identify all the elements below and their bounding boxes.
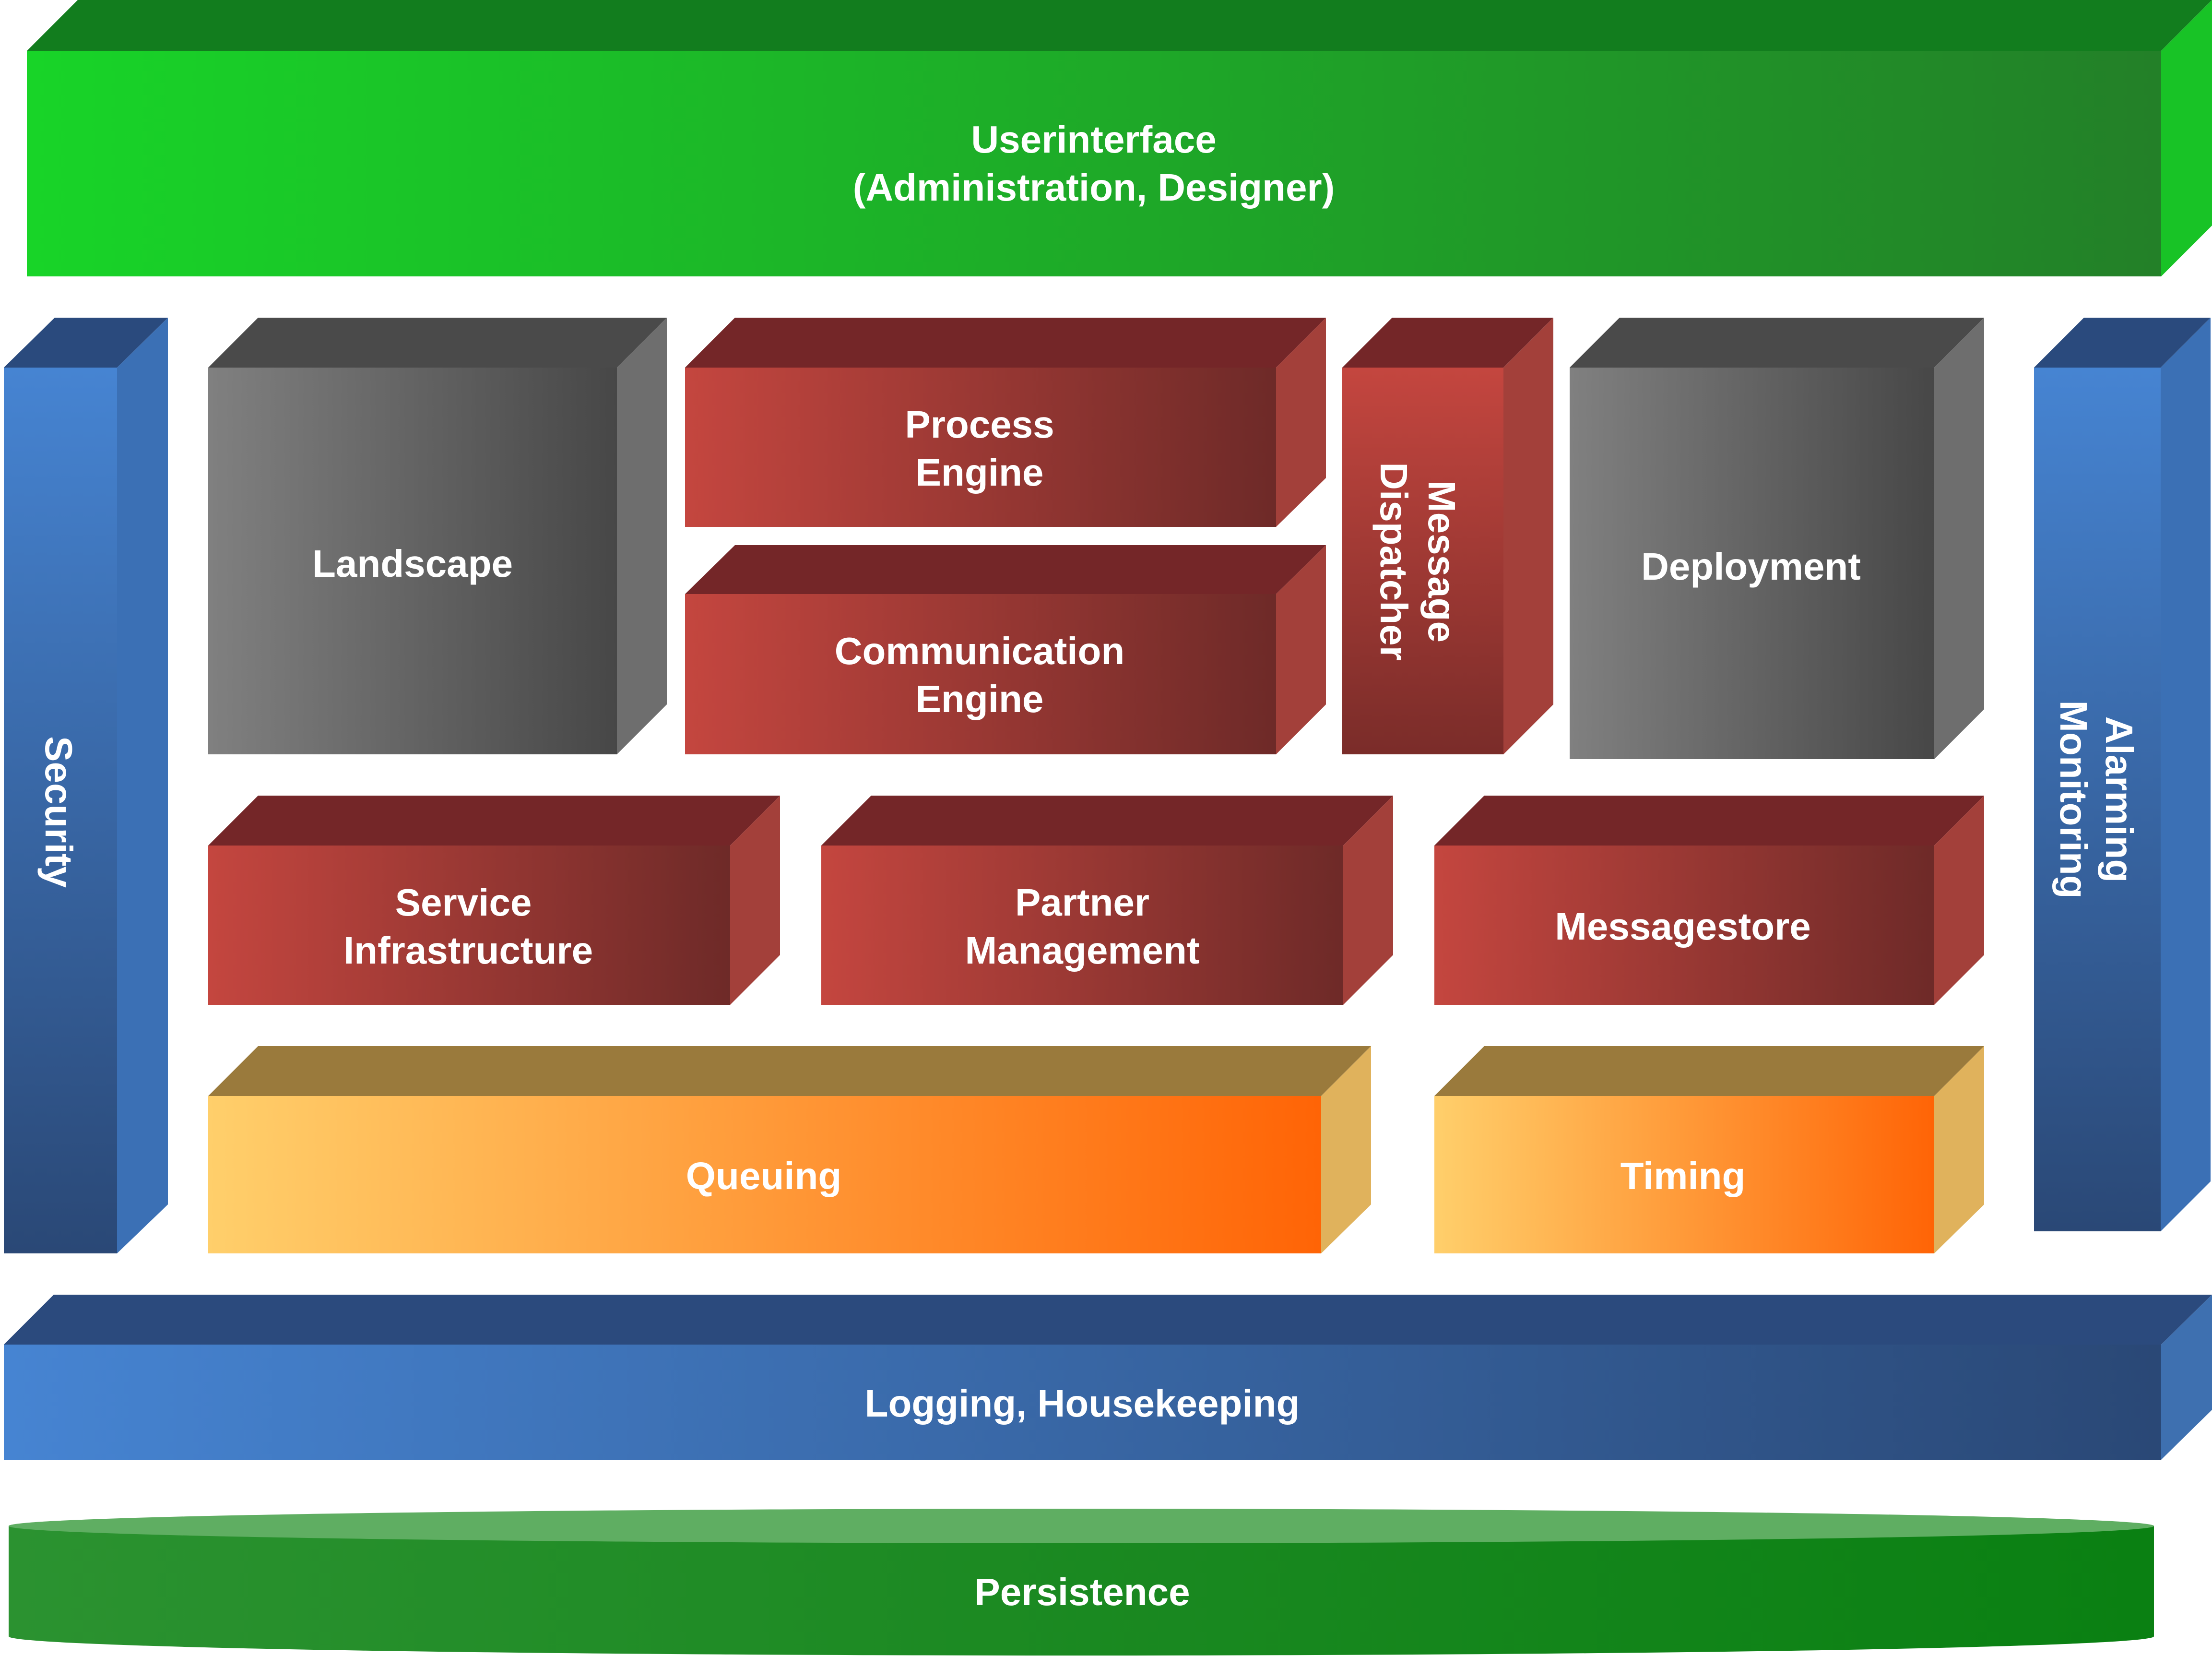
- userinterface-label: Userinterface: [971, 118, 1216, 161]
- persistence-label: Persistence: [974, 1571, 1190, 1613]
- alarming-monitoring-block: Alarming Monitoring: [2034, 318, 2211, 1231]
- timing-label: Timing: [1621, 1155, 1746, 1197]
- process-engine-label: Process: [905, 403, 1054, 446]
- landscape-block: Landscape: [208, 318, 667, 754]
- persistence-block: Persistence: [9, 1509, 2154, 1656]
- communication-engine-block: Communication Engine: [685, 545, 1326, 754]
- messagestore-label: Messagestore: [1555, 905, 1811, 948]
- queuing-block: Queuing: [208, 1046, 1371, 1253]
- service-infrastructure-block: Service Infrastructure: [208, 796, 780, 1005]
- security-block: Security: [4, 318, 168, 1253]
- message-dispatcher-label: Message: [1420, 480, 1463, 643]
- userinterface-block: Userinterface (Administration, Designer): [27, 0, 2212, 276]
- message-dispatcher-block: Message Dispatcher: [1342, 318, 1553, 754]
- deployment-label: Deployment: [1641, 545, 1861, 588]
- landscape-label: Landscape: [312, 542, 513, 585]
- monitoring-label: Monitoring: [2052, 700, 2095, 898]
- security-label: Security: [37, 736, 80, 888]
- communication-engine-label: Communication: [835, 630, 1124, 672]
- message-dispatcher-sublabel: Dispatcher: [1372, 462, 1415, 660]
- deployment-block: Deployment: [1570, 318, 1984, 759]
- queuing-label: Queuing: [686, 1155, 841, 1197]
- messagestore-block: Messagestore: [1434, 796, 1984, 1005]
- process-engine-block: Process Engine: [685, 318, 1326, 527]
- userinterface-sublabel: (Administration, Designer): [853, 166, 1335, 209]
- timing-block: Timing: [1434, 1046, 1984, 1253]
- partner-management-sublabel: Management: [965, 929, 1200, 972]
- service-infrastructure-label: Service: [395, 881, 532, 924]
- logging-housekeeping-label: Logging, Housekeeping: [865, 1382, 1300, 1425]
- service-infrastructure-sublabel: Infrastructure: [343, 929, 593, 972]
- logging-housekeeping-block: Logging, Housekeeping: [4, 1295, 2212, 1460]
- alarming-label: Alarming: [2098, 716, 2141, 883]
- process-engine-sublabel: Engine: [916, 451, 1044, 494]
- communication-engine-sublabel: Engine: [916, 678, 1044, 720]
- partner-management-block: Partner Management: [821, 796, 1393, 1005]
- partner-management-label: Partner: [1015, 881, 1149, 924]
